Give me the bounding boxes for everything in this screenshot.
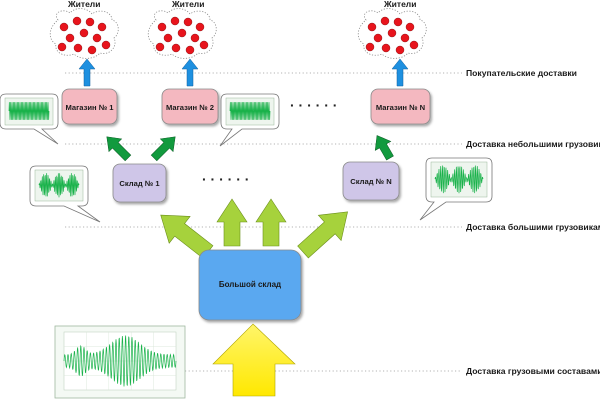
waveform-line bbox=[38, 173, 80, 198]
resident-cloud-1: Жители bbox=[49, 0, 119, 59]
level-label-trains: Доставка грузовыми составами bbox=[466, 366, 600, 376]
signal-waveform bbox=[63, 335, 177, 387]
store-label: Магазин № 2 bbox=[166, 103, 214, 112]
resident-label: Жители bbox=[67, 0, 100, 9]
signal-screen-trains bbox=[54, 325, 186, 399]
level-label-consumer: Покупательские доставки bbox=[466, 68, 577, 78]
resident-cloud-2: Жители bbox=[147, 0, 217, 59]
signal-waveform bbox=[434, 165, 484, 194]
level-label-big-trucks: Доставка большими грузовиками bbox=[466, 222, 600, 232]
resident-label: Жители bbox=[171, 0, 204, 9]
blue-arrow-3 bbox=[391, 58, 409, 87]
signal-bubble-store-2 bbox=[219, 93, 280, 147]
resident-cloud-3: Жители bbox=[357, 0, 427, 59]
arrows-bigwarehouse-to-warehouse bbox=[160, 198, 348, 259]
waveform-line bbox=[63, 335, 177, 387]
store-label: Магазин № N bbox=[376, 103, 425, 112]
waveform-line bbox=[434, 165, 484, 194]
warehouses-ellipsis: · · · · · · bbox=[202, 171, 249, 187]
resident-dots bbox=[57, 16, 111, 55]
signal-waveform bbox=[8, 102, 50, 120]
arrows-store-to-residents bbox=[78, 58, 409, 87]
yellow-arrow-trains bbox=[212, 323, 296, 397]
warehouse-node-1: Склад № 1 bbox=[112, 163, 167, 203]
resident-label: Жители bbox=[383, 0, 416, 9]
arrows-warehouse-to-store bbox=[106, 135, 394, 162]
signal-bubble-warehouse-2 bbox=[419, 157, 493, 221]
warehouse-node-2: Склад № N bbox=[342, 161, 400, 201]
waveform-line bbox=[8, 102, 50, 120]
resident-dots bbox=[365, 16, 419, 55]
signal-waveform bbox=[38, 173, 80, 198]
store-node-3: Магазин № N bbox=[370, 88, 431, 125]
green-arrow-2 bbox=[150, 136, 176, 162]
store-node-2: Магазин № 2 bbox=[161, 88, 219, 125]
big-warehouse-node: Большой склад bbox=[198, 249, 302, 321]
level-label-small-trucks: Доставка небольшими грузовиками bbox=[466, 139, 600, 149]
stores-ellipsis: · · · · · · bbox=[290, 97, 337, 113]
warehouse-label: Склад № 1 bbox=[119, 179, 160, 188]
blue-arrow-1 bbox=[78, 58, 96, 87]
green-arrow-3 bbox=[374, 135, 394, 161]
resident-dots bbox=[155, 16, 209, 55]
blue-arrow-2 bbox=[181, 58, 199, 87]
green-arrow-1 bbox=[106, 136, 132, 162]
lightgreen-arrow-3 bbox=[255, 198, 287, 247]
signal-waveform bbox=[229, 102, 271, 120]
waveform-line bbox=[229, 102, 271, 120]
signal-bubble-store-1 bbox=[0, 93, 59, 145]
store-label: Магазин № 1 bbox=[65, 103, 114, 112]
lightgreen-arrow-1 bbox=[160, 214, 214, 259]
store-node-1: Магазин № 1 bbox=[61, 88, 118, 125]
big-warehouse-label: Большой склад bbox=[219, 280, 281, 289]
lightgreen-arrow-4 bbox=[297, 211, 348, 259]
signal-bubble-warehouse-1 bbox=[29, 165, 101, 223]
warehouse-label: Склад № N bbox=[350, 177, 391, 186]
lightgreen-arrow-2 bbox=[216, 198, 248, 247]
